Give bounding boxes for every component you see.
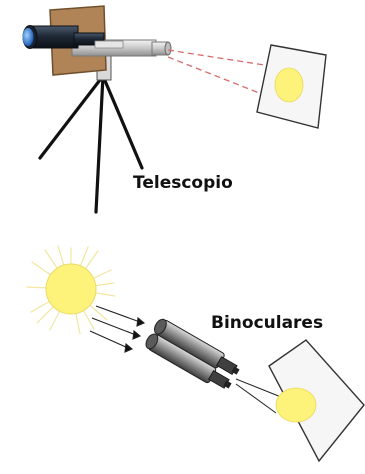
telescope-front-tube — [22, 25, 105, 49]
projected-sun — [274, 67, 304, 103]
sunlight-arrows — [89, 305, 146, 353]
binocular-projection-lines — [235, 378, 282, 414]
sun-icon — [26, 245, 116, 335]
projection-screen-icon — [256, 44, 327, 129]
finder-scope — [94, 40, 124, 49]
telescope-icon — [22, 5, 172, 214]
tripod — [38, 74, 144, 214]
projection-lines — [167, 49, 278, 101]
binoculars-label: Binoculares — [211, 313, 324, 333]
binocular-screen-icon — [268, 339, 365, 463]
binocular-projected-sun — [275, 387, 317, 423]
binoculars-icon — [145, 318, 240, 389]
telescope-label: Telescopio — [133, 173, 233, 193]
lens-icon — [22, 28, 34, 46]
